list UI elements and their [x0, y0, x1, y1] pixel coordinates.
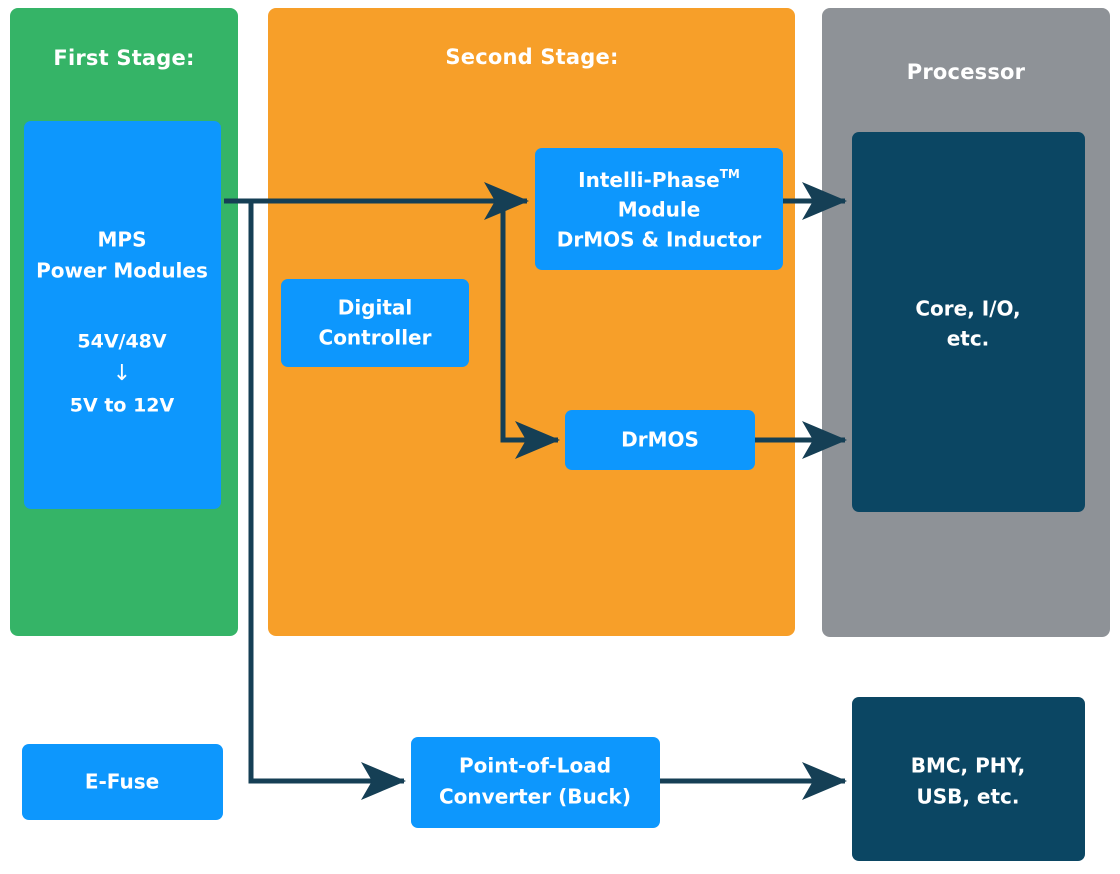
mps-title-line-2: Power Modules	[36, 259, 208, 283]
connection-mps-branch-to-drmos	[500, 203, 560, 459]
intelli-phase-line-1-group: Intelli-PhaseTM	[578, 167, 740, 192]
core-io-line-2: etc.	[947, 327, 990, 351]
mps-output-voltage: 5V to 12V	[70, 395, 175, 417]
connection-mps-branch-to-point-of-load	[248, 203, 406, 800]
trademark-symbol: TM	[720, 167, 740, 181]
digital-controller-line-1: Digital	[338, 296, 413, 320]
down-arrow-icon: ↓	[113, 361, 131, 386]
bmc-phy-line-1: BMC, PHY,	[911, 754, 1026, 778]
intelli-phase-line-2: Module	[618, 198, 701, 222]
block-point-of-load-converter[interactable]: Point-of-Load Converter (Buck)	[411, 737, 660, 828]
mps-input-voltage: 54V/48V	[77, 331, 167, 353]
efuse-label: E-Fuse	[85, 770, 159, 794]
block-core-io[interactable]: Core, I/O, etc.	[852, 132, 1085, 512]
digital-controller-line-2: Controller	[319, 326, 432, 350]
core-io-line-1: Core, I/O,	[915, 297, 1020, 321]
panel-first-stage-label: First Stage:	[53, 46, 194, 70]
point-of-load-line-1: Point-of-Load	[459, 754, 611, 778]
block-efuse[interactable]: E-Fuse	[22, 744, 223, 820]
block-digital-controller[interactable]: Digital Controller	[281, 279, 469, 367]
point-of-load-line-2: Converter (Buck)	[439, 785, 631, 809]
bmc-phy-line-2: USB, etc.	[916, 785, 1019, 809]
panel-processor-label: Processor	[907, 60, 1026, 84]
block-intelli-phase-module[interactable]: Intelli-PhaseTM Module DrMOS & Inductor	[535, 148, 783, 270]
block-drmos[interactable]: DrMOS	[565, 410, 755, 470]
block-mps-power-modules[interactable]: MPS Power Modules 54V/48V ↓ 5V to 12V	[24, 121, 221, 509]
drmos-label: DrMOS	[621, 428, 699, 452]
panel-second-stage-label: Second Stage:	[445, 45, 618, 69]
intelli-phase-line-3: DrMOS & Inductor	[557, 228, 762, 252]
mps-title-line-1: MPS	[98, 228, 147, 252]
intelli-phase-line-1: Intelli-Phase	[578, 168, 720, 192]
block-bmc-phy-usb[interactable]: BMC, PHY, USB, etc.	[852, 697, 1085, 861]
